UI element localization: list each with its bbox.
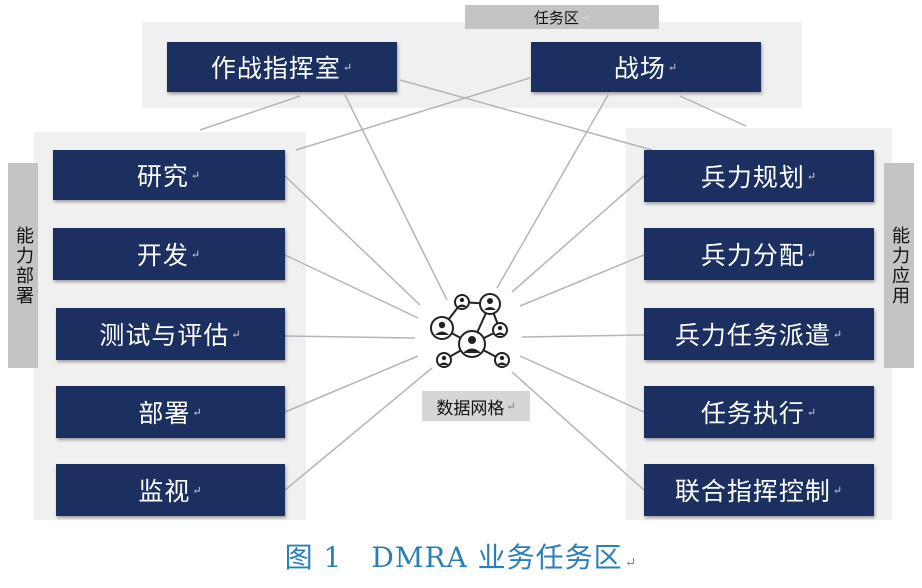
deployment-box[interactable]: 部署↵: [56, 386, 285, 438]
link-hub-force-allocation: [519, 254, 645, 307]
link-test-hub: [284, 335, 416, 339]
data-mesh-label: 数据网格↵: [422, 391, 530, 421]
link-task-panel-right: [679, 95, 747, 127]
test-evaluation-box[interactable]: 测试与评估↵: [56, 308, 285, 360]
capability-deployment-tag: 能力部署: [8, 163, 38, 368]
force-dispatch-label: 兵力任务派遣: [674, 321, 831, 350]
research-box[interactable]: 研究↵: [53, 150, 285, 200]
link-command-room-force-planning: [399, 79, 653, 151]
development-label: 开发: [136, 241, 189, 270]
monitoring-box[interactable]: 监视↵: [56, 464, 285, 516]
force-allocation-label: 兵力分配: [700, 241, 805, 270]
capability-application-tag: 能力应用: [884, 163, 914, 368]
link-command-room-hub: [344, 94, 448, 301]
joint-command-label: 联合指挥控制: [674, 477, 831, 506]
deployment-label: 部署: [138, 399, 191, 428]
task-area-label: 任务区: [533, 8, 579, 27]
command-room-label: 作战指挥室: [210, 54, 341, 83]
development-box[interactable]: 开发↵: [53, 228, 285, 280]
network-people-icon: [430, 293, 510, 368]
command-room-box[interactable]: 作战指挥室↵: [167, 42, 397, 92]
link-hub-joint-command: [511, 371, 645, 491]
joint-command-box[interactable]: 联合指挥控制↵: [644, 464, 874, 516]
battlefield-label: 战场: [613, 54, 666, 83]
force-dispatch-box[interactable]: 兵力任务派遣↵: [644, 308, 874, 360]
link-monitoring-hub: [284, 367, 433, 491]
mission-execution-label: 任务执行: [700, 399, 805, 428]
force-planning-box[interactable]: 兵力规划↵: [644, 150, 874, 202]
figure-caption: 图 1 DMRA 业务任务区↵: [284, 541, 638, 574]
link-battlefield-research: [295, 77, 531, 151]
link-battlefield-hub: [496, 94, 609, 289]
capability-deployment-label: 能力部署: [13, 225, 34, 306]
mission-execution-box[interactable]: 任务执行↵: [644, 386, 874, 438]
link-task-panel-left: [199, 95, 301, 131]
capability-application-label: 能力应用: [889, 225, 910, 306]
test-evaluation-label: 测试与评估: [99, 321, 230, 350]
force-planning-label: 兵力规划: [700, 163, 805, 192]
link-hub-force-dispatch: [521, 334, 645, 338]
link-deployment-hub: [284, 355, 419, 413]
link-research-hub: [284, 175, 421, 306]
research-label: 研究: [136, 162, 189, 191]
link-hub-mission-execution: [519, 355, 645, 413]
monitoring-label: 监视: [138, 477, 191, 506]
battlefield-box[interactable]: 战场↵: [531, 42, 761, 92]
force-allocation-box[interactable]: 兵力分配↵: [644, 228, 874, 280]
link-hub-force-planning: [511, 175, 645, 293]
link-development-hub: [284, 254, 419, 319]
task-area-tag: 任务区↵: [465, 5, 659, 29]
